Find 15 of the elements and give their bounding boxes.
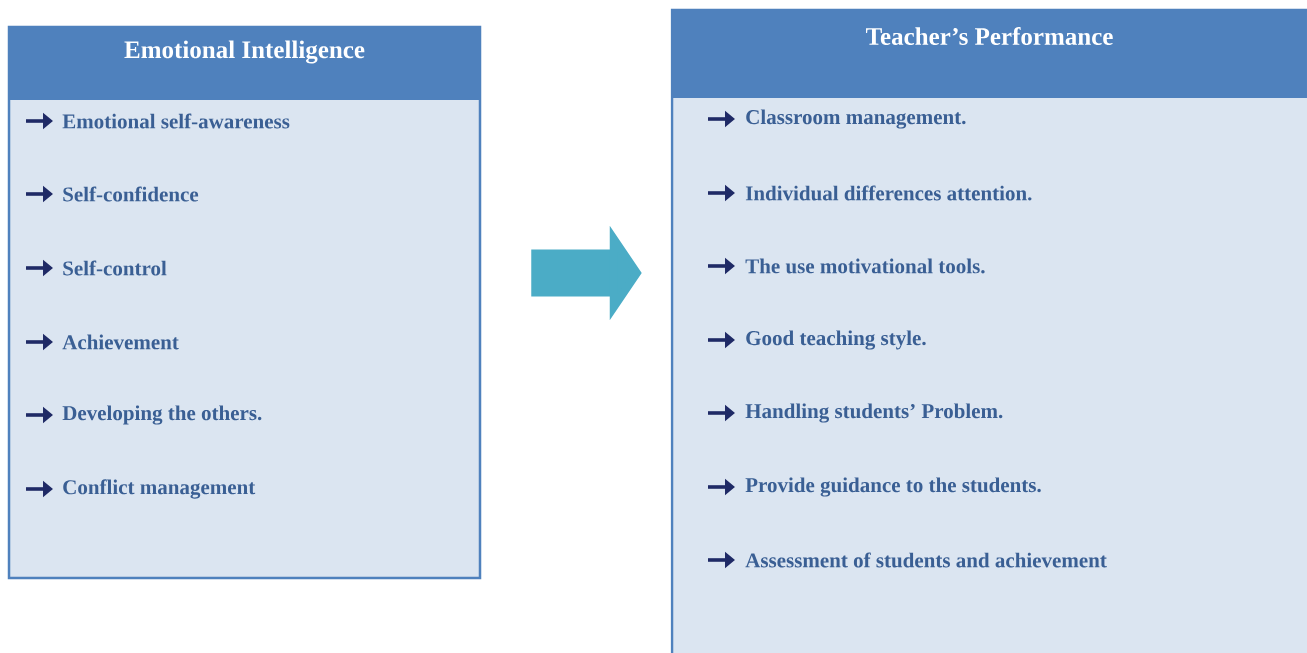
list-item: Self-control [63,260,167,276]
list-item: Assessment of students and achievement [745,552,1107,568]
list-item: Handling students’ Problem. [745,403,1003,423]
list-item: Classroom management. [746,109,966,129]
heading: Emotional Intelligence [124,40,365,64]
list-item: Conflict management [63,479,256,499]
heading: Teacher’s Performance [866,27,1113,45]
list-item: Emotional self-awareness [62,113,290,129]
list-item: Achievement [62,334,179,350]
list-item: Individual differences attention. [745,185,1032,201]
list-item: Provide guidance to the students. [745,477,1041,497]
list-item: Developing the others. [62,405,262,425]
list-item: Self-confidence [63,186,199,202]
list-item: Good teaching style. [746,330,926,350]
list-item: The use motivational tools. [745,258,985,274]
